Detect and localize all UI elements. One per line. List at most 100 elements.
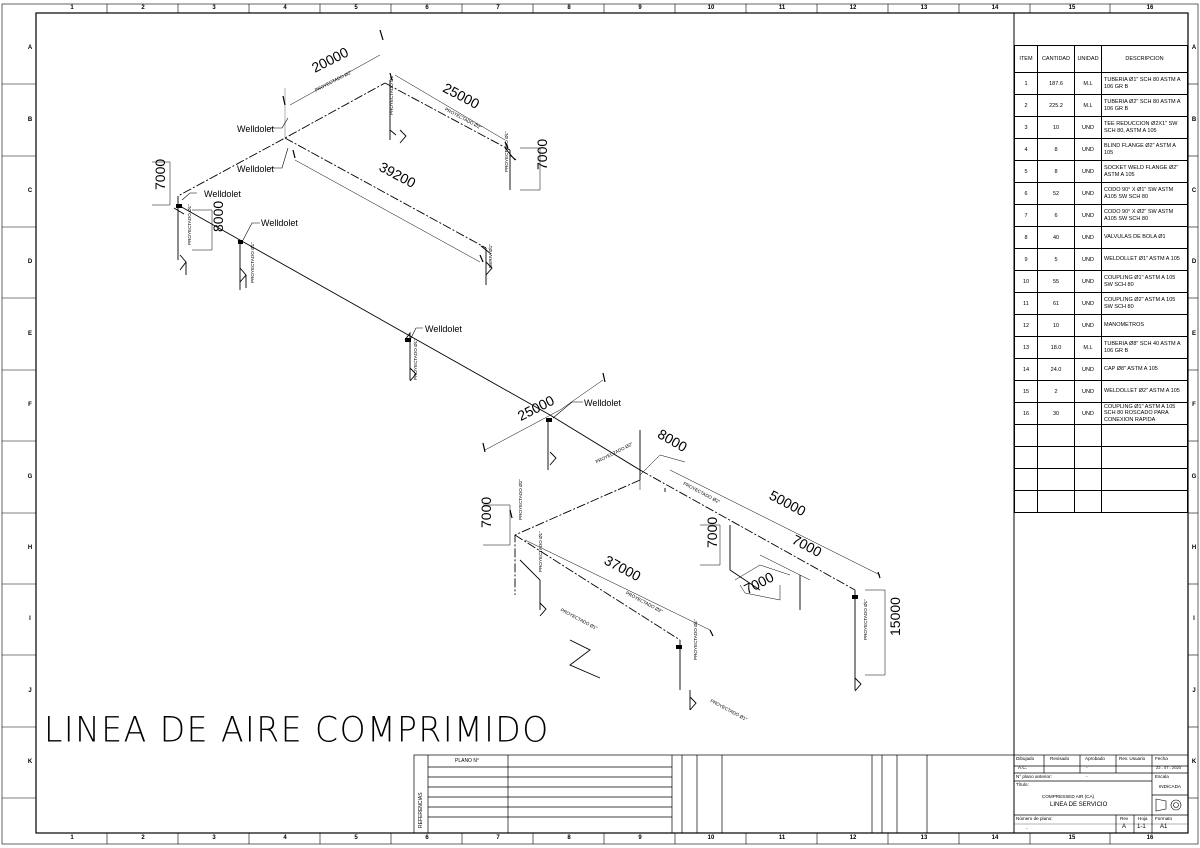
row-letter: B bbox=[1191, 117, 1197, 123]
numero-plano-label: Número de plano: bbox=[1016, 816, 1053, 821]
row-letter: H bbox=[27, 545, 33, 551]
bom-cell-desc: COUPLING Ø1" ASTM A 105 SCH 80 ROSCADO P… bbox=[1101, 402, 1188, 425]
bom-cell-item: 14 bbox=[1014, 358, 1038, 381]
pipe-lower-main bbox=[639, 469, 856, 591]
col-num: 15 bbox=[1068, 5, 1076, 11]
row-letter: A bbox=[1191, 45, 1197, 51]
row-letter: A bbox=[27, 45, 33, 51]
welldolet-label-3: Welldolet bbox=[204, 189, 241, 199]
col-num: 16 bbox=[1146, 5, 1154, 11]
row-letter: E bbox=[27, 331, 32, 337]
bom-cell-qty bbox=[1037, 446, 1075, 469]
rev-value: A bbox=[1122, 824, 1127, 830]
bom-cell-item: 1 bbox=[1014, 72, 1038, 95]
bom-cell-unit: UND bbox=[1074, 182, 1102, 205]
col-num: 5 bbox=[354, 835, 358, 841]
row-letter: K bbox=[27, 759, 33, 765]
dim-7000-right-upper: 7000 bbox=[534, 139, 550, 170]
pipe-label-5: PROYECTADO Ø1" bbox=[187, 204, 192, 245]
bom-cell-item bbox=[1014, 446, 1038, 469]
bom-cell-item: 7 bbox=[1014, 204, 1038, 227]
bom-cell-qty: 6 bbox=[1037, 204, 1075, 227]
bom-cell-item: 4 bbox=[1014, 138, 1038, 161]
bom-header-item: ITEM bbox=[1014, 45, 1038, 73]
dim-50000: 50000 bbox=[767, 487, 809, 520]
welldolet-label-1: Welldolet bbox=[237, 124, 274, 134]
pipe-label-9: PROYECTADO Ø2" bbox=[595, 441, 634, 464]
pipe-label-8: PROYECTADO Ø1" bbox=[413, 339, 418, 380]
bom-cell-desc: TEE REDUCCION Ø2X1" SW SCH 80, ASTM A 10… bbox=[1101, 116, 1188, 139]
col-num: 12 bbox=[849, 5, 857, 11]
pipe-label-7: DERIV. Ø1" bbox=[488, 244, 493, 268]
bom-cell-item: 12 bbox=[1014, 314, 1038, 337]
row-letter: F bbox=[1192, 402, 1196, 408]
piping bbox=[152, 29, 886, 711]
row-letter: C bbox=[27, 188, 33, 194]
row-letter: G bbox=[1191, 474, 1197, 480]
bom-cell-unit: UND bbox=[1074, 160, 1102, 183]
bom-cell-desc: MANOMETROS bbox=[1101, 314, 1188, 337]
col-num: 14 bbox=[991, 5, 999, 11]
bom-cell-desc: COUPLING Ø1" ASTM A 105 SW SCH 80 bbox=[1101, 270, 1188, 293]
referencias-label: REFERENCIAS bbox=[418, 792, 424, 828]
bom-cell-unit: UND bbox=[1074, 402, 1102, 425]
dibujado-value: A.C. bbox=[1018, 765, 1027, 770]
bom-cell-qty: 8 bbox=[1037, 160, 1075, 183]
escala-label: Escala bbox=[1155, 774, 1169, 779]
bom-cell-unit: UND bbox=[1074, 380, 1102, 403]
col-num: 15 bbox=[1068, 835, 1076, 841]
pipe-branch-25000 bbox=[384, 82, 511, 151]
col-num: 10 bbox=[707, 5, 715, 11]
bom-cell-unit bbox=[1074, 468, 1102, 491]
bom-cell-qty bbox=[1037, 468, 1075, 491]
bom-cell-desc: WELDOLLET Ø1" ASTM A 105 bbox=[1101, 248, 1188, 271]
bom-cell-item bbox=[1014, 490, 1038, 513]
bom-cell-unit: UND bbox=[1074, 292, 1102, 315]
row-letter: J bbox=[28, 688, 32, 694]
dim-39200: 39200 bbox=[377, 159, 419, 192]
pipe-label-16: PROYECTADO Ø1" bbox=[863, 599, 868, 640]
bom-cell-desc: CODO 90° X Ø2" SW ASTM A105 SW SCH 80 bbox=[1101, 204, 1188, 227]
dim-7000-left: 7000 bbox=[152, 159, 168, 190]
bom-cell-desc bbox=[1101, 468, 1188, 491]
dim-37000: 37000 bbox=[602, 552, 644, 585]
pipe-label-2: PROYECTADO Ø2" bbox=[444, 107, 483, 131]
dim-7000-lower-mid-h: 7000 bbox=[789, 531, 824, 560]
bom-header-desc: DESCRIPCION bbox=[1101, 45, 1188, 73]
bom-cell-item: 13 bbox=[1014, 336, 1038, 359]
revisado-label: Revisado bbox=[1050, 756, 1070, 761]
bom-row bbox=[1014, 468, 1188, 491]
col-num: 11 bbox=[778, 5, 786, 11]
row-letter: H bbox=[1191, 545, 1197, 551]
bom-header-qty: CANTIDAD bbox=[1037, 45, 1075, 73]
col-num: 11 bbox=[778, 835, 786, 841]
bom-cell-item: 11 bbox=[1014, 292, 1038, 315]
bom-cell-desc: SOCKET WELD FLANGE Ø2" ASTM A 105 bbox=[1101, 160, 1188, 183]
bom-cell-desc: BLIND FLANGE Ø2" ASTM A 105 bbox=[1101, 138, 1188, 161]
formato-label: Formato bbox=[1155, 816, 1173, 821]
pipe-label-14: PROYECTADO Ø1" bbox=[560, 607, 599, 631]
col-num: 6 bbox=[425, 5, 429, 11]
hoja-label: Hoja bbox=[1138, 816, 1148, 821]
col-num: 1 bbox=[70, 5, 74, 11]
bom-cell-qty: 61 bbox=[1037, 292, 1075, 315]
bom-row bbox=[1014, 446, 1188, 469]
bom-cell-item: 8 bbox=[1014, 226, 1038, 249]
welldolet-label-2: Welldolet bbox=[237, 164, 274, 174]
bom-cell-unit: UND bbox=[1074, 116, 1102, 139]
pipe-label-15: PROYECTADO Ø1" bbox=[693, 619, 698, 660]
titulo-line-1: COMPRESSED AIR (CA) bbox=[1042, 794, 1095, 799]
bom-cell-qty: 30 bbox=[1037, 402, 1075, 425]
bom-cell-unit: M.L bbox=[1074, 336, 1102, 359]
pipe-label-17: PROYECTADO Ø1" bbox=[710, 698, 749, 722]
bom-cell-unit bbox=[1074, 424, 1102, 447]
